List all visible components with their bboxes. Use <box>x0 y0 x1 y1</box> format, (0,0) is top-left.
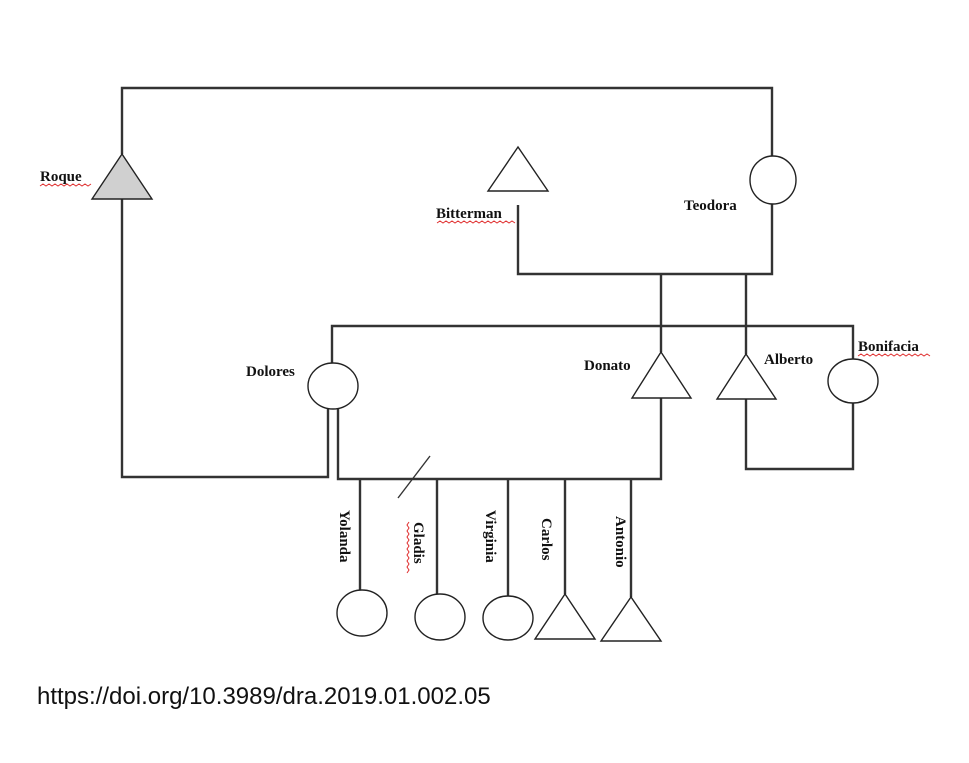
marriage-line-roque-teodora <box>120 86 774 157</box>
label-virginia: Virginia <box>482 510 498 563</box>
squiggle-bonifacia <box>857 353 931 357</box>
bitterman-triangle <box>486 145 550 192</box>
marriage-line-bitterman-teodora <box>516 204 774 276</box>
gladis-circle <box>414 593 466 641</box>
virginia-circle <box>482 595 534 641</box>
label-roque: Roque <box>40 169 82 185</box>
label-alberto: Alberto <box>764 352 813 368</box>
marriage-line-dolores-donato <box>336 398 663 481</box>
label-teodora: Teodora <box>684 198 737 214</box>
antonio-triangle <box>599 595 663 642</box>
person-symbols <box>90 145 879 642</box>
label-carlos: Carlos <box>538 518 554 561</box>
squiggle-gladis <box>406 521 410 574</box>
label-gladis: Gladis <box>410 522 426 564</box>
marriage-line-alberto-bonifacia <box>744 399 855 471</box>
roque-triangle <box>90 152 154 200</box>
dolores-circle <box>307 362 359 410</box>
yolanda-circle <box>336 589 388 637</box>
squiggle-roque <box>39 183 92 187</box>
divorce-mark <box>397 455 431 499</box>
label-donato: Donato <box>584 358 631 374</box>
label-bonifacia: Bonifacia <box>858 339 919 355</box>
teodora-circle <box>749 155 797 205</box>
name-labels: Roque Bitterman Teodora Dolores Donato A… <box>40 169 919 568</box>
doi-citation: https://doi.org/10.3989/dra.2019.01.002.… <box>37 683 491 710</box>
donato-triangle <box>630 350 693 399</box>
label-antonio: Antonio <box>612 516 628 568</box>
label-dolores: Dolores <box>246 364 295 380</box>
top-bar-dolores-bonifacia <box>330 324 855 363</box>
label-bitterman: Bitterman <box>436 206 502 222</box>
bonifacia-circle <box>827 358 879 404</box>
label-yolanda: Yolanda <box>336 510 352 563</box>
connector-lines <box>120 86 855 597</box>
spellcheck-underlines <box>39 183 931 574</box>
squiggle-bitterman <box>436 220 516 224</box>
marriage-line-roque-dolores <box>120 198 330 479</box>
alberto-triangle <box>715 352 778 400</box>
carlos-triangle <box>533 592 597 640</box>
